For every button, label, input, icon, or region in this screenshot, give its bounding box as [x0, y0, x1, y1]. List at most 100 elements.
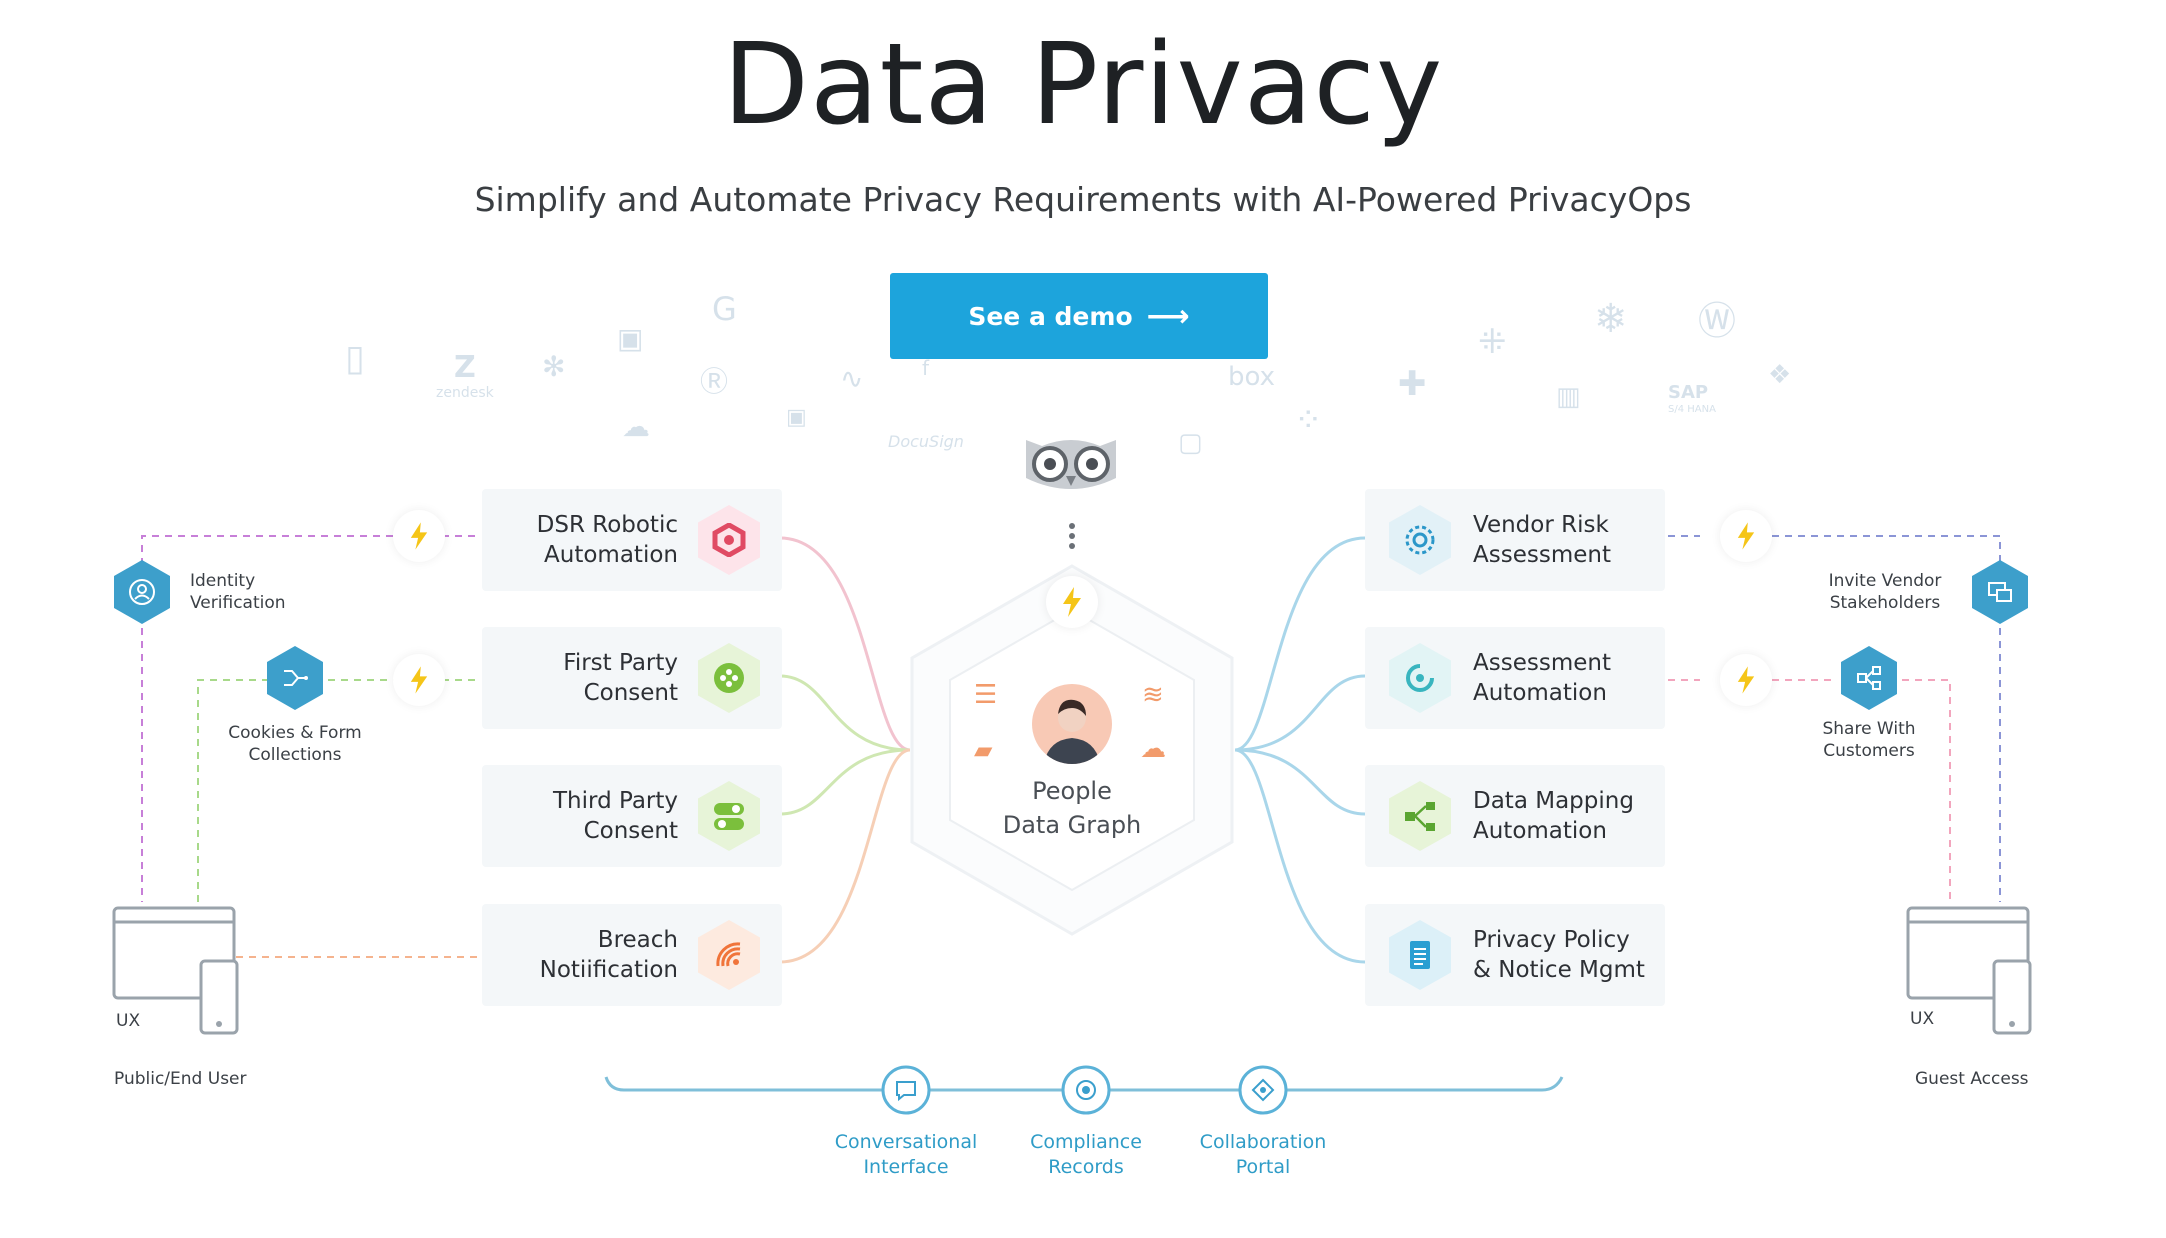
card-label-line2: Notiification	[539, 957, 678, 983]
center-title: People Data Graph	[972, 774, 1172, 842]
identity-line1: Identity	[190, 571, 256, 591]
folder-icon: ▰	[974, 736, 993, 764]
public-end-user-label: Public/End User	[114, 1069, 247, 1089]
cookies-form-icon[interactable]	[267, 646, 323, 710]
card-label-line1: First Party	[563, 650, 678, 676]
owl-mascot-icon	[1020, 432, 1122, 496]
toggle-icon	[698, 781, 760, 851]
card-label-line1: Vendor Risk	[1473, 512, 1609, 538]
card-label-line2: Automation	[544, 542, 678, 568]
compliance-records-label: Compliance Records	[996, 1130, 1176, 1180]
box-logo-ghost: box	[1228, 362, 1275, 392]
invite-vendor-label: Invite Vendor Stakeholders	[1810, 570, 1960, 614]
r-logo-ghost: Ⓡ	[700, 365, 729, 398]
records-icon[interactable]	[1073, 1077, 1099, 1103]
share-line2: Customers	[1823, 741, 1915, 761]
cloud-logo-ghost: ☁	[622, 410, 650, 443]
teams-logo-ghost: ▣	[617, 322, 644, 355]
breach-signal-icon	[698, 920, 760, 990]
slack-logo-ghost: ⁜	[1478, 322, 1507, 362]
cloud-icon: ☁	[1140, 734, 1166, 764]
bottom-line1: Collaboration	[1199, 1131, 1327, 1153]
card-label-line2: Consent	[583, 818, 678, 844]
page-subtitle: Simplify and Automate Privacy Requiremen…	[474, 180, 1692, 219]
vendor-risk-icon	[1389, 505, 1451, 575]
dropbox-logo-ghost: ❖	[1768, 360, 1792, 390]
bottom-line1: Conversational	[834, 1131, 978, 1153]
share-customers-label: Share With Customers	[1794, 718, 1944, 762]
portal-icon[interactable]	[1250, 1077, 1276, 1103]
card-label-line2: Automation	[1473, 818, 1607, 844]
card-label-line2: Automation	[1473, 680, 1607, 706]
see-demo-button[interactable]: See a demo ⟶	[890, 273, 1268, 359]
chat-icon[interactable]	[893, 1077, 919, 1103]
card-label-line1: Privacy Policy	[1473, 927, 1630, 953]
person-avatar	[1032, 684, 1112, 764]
right-top-bolt-icon	[1720, 510, 1772, 562]
bars-logo-ghost: ▥	[1556, 382, 1581, 412]
guest-access-label: Guest Access	[1915, 1069, 2029, 1089]
share-customers-icon[interactable]	[1841, 646, 1897, 710]
card-label-line1: Data Mapping	[1473, 788, 1634, 814]
teams2-logo-ghost: ▣	[786, 405, 807, 430]
identity-verification-icon[interactable]	[114, 560, 170, 624]
gear-logo-ghost: ✻	[542, 350, 566, 383]
w-logo-ghost: Ⓦ	[1698, 299, 1737, 343]
dsr-robot-icon	[698, 505, 760, 575]
data-mapping-icon	[1389, 781, 1451, 851]
left-top-bolt-icon	[393, 510, 445, 562]
bottom-line1: Compliance	[1030, 1131, 1142, 1153]
arrow-right-icon: ⟶	[1146, 298, 1190, 334]
left-ux-label: UX	[116, 1011, 141, 1031]
facebook-logo-ghost: f	[922, 356, 930, 380]
google-logo-ghost: G	[712, 290, 737, 328]
square-logo-ghost: ▢	[1178, 428, 1203, 458]
snowflake-logo-ghost: ❄	[1594, 296, 1628, 342]
dots-logo-ghost: ⁘	[1294, 400, 1323, 440]
identity-line2: Verification	[190, 593, 286, 613]
identity-verification-label: Identity Verification	[190, 570, 286, 614]
list-icon: ☰	[974, 680, 998, 710]
collaboration-portal-label: Collaboration Portal	[1173, 1130, 1353, 1180]
plus-logo-ghost: ✚	[1398, 364, 1427, 404]
cookies-line1: Cookies & Form	[228, 723, 362, 743]
right-ux-label: UX	[1910, 1009, 1935, 1029]
left-mid-bolt-icon	[393, 654, 445, 706]
see-demo-label: See a demo	[968, 301, 1133, 331]
card-label-line1: Breach	[597, 927, 678, 953]
database-icon: ≋	[1142, 680, 1164, 710]
center-line2: Data Graph	[1002, 811, 1142, 839]
card-label-line1: Assessment	[1473, 650, 1611, 676]
card-label-line2: & Notice Mgmt	[1473, 957, 1645, 983]
bottom-line2: Records	[1048, 1156, 1124, 1178]
bottom-line2: Interface	[863, 1156, 949, 1178]
invite-vendor-icon[interactable]	[1972, 560, 2028, 624]
card-label-line2: Consent	[583, 680, 678, 706]
share-line1: Share With	[1822, 719, 1916, 739]
office-logo-ghost: ▯	[345, 338, 365, 379]
policy-doc-icon	[1389, 920, 1451, 990]
assessment-icon	[1389, 643, 1451, 713]
center-bolt-icon	[1046, 576, 1098, 628]
cookies-line2: Collections	[248, 745, 342, 765]
invite-line1: Invite Vendor	[1828, 571, 1942, 591]
card-label-line1: DSR Robotic	[536, 512, 678, 538]
page-title: Data Privacy	[722, 20, 1444, 150]
vmark-logo-ghost: ∿	[840, 362, 864, 395]
privacy-policy-notice-card[interactable]: Privacy Policy & Notice Mgmt	[1365, 904, 1665, 1006]
conversational-interface-label: Conversational Interface	[816, 1130, 996, 1180]
consent-dots-icon	[698, 643, 760, 713]
center-line1: People	[1032, 777, 1112, 805]
cookies-form-label: Cookies & Form Collections	[220, 722, 370, 766]
card-label-line2: Assessment	[1473, 542, 1611, 568]
right-mid-bolt-icon	[1720, 654, 1772, 706]
